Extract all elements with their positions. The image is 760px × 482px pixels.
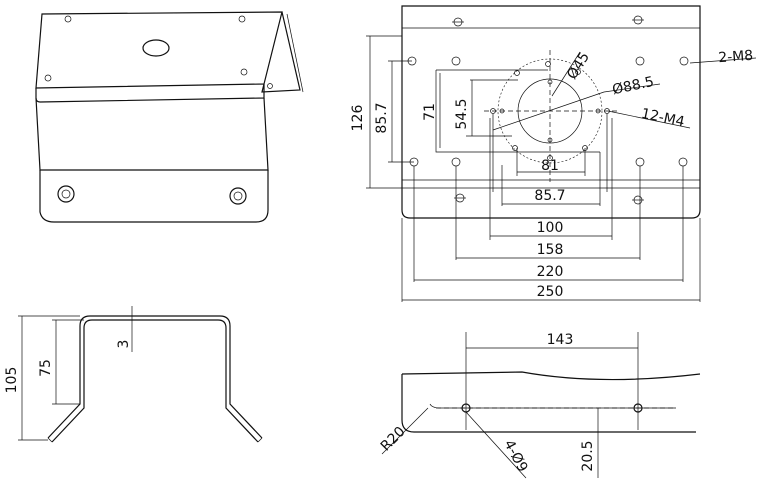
callout-12-m4: 12-M4 [640,106,686,131]
isometric-view [35,11,304,223]
front-view-dimensions: 126 85.7 71 54.5 81 85.7 100 158 220 250 [350,35,757,302]
dim-220: 220 [537,264,564,280]
dim-71: 71 [422,103,438,121]
dim-100: 100 [537,220,564,236]
dim-4-phi9: 4-Ø9 [501,437,531,474]
dim-85-7-horizontal: 85.7 [534,188,565,204]
center-hole [142,39,170,57]
dim-250: 250 [537,284,564,300]
mount-hole-right [229,187,247,205]
callout-diameter-45: Ø45 [564,49,593,82]
dim-75: 75 [38,359,54,377]
m4-holes [490,61,610,161]
dim-3: 3 [116,340,132,349]
dim-20-5: 20.5 [580,440,596,471]
mount-hole-left [57,185,75,203]
bottom-view [401,332,701,433]
dim-85-7-vertical: 85.7 [374,102,390,133]
m8-holes-row-top [407,56,689,66]
side-view-dimensions: 105 75 3 [4,306,138,441]
side-view [47,315,263,443]
dim-143: 143 [547,332,574,348]
bottom-view-dimensions: 143 R20 4-Ø9 20.5 [378,332,638,479]
dim-54-5: 54.5 [454,98,470,129]
callout-2-m8: 2-M8 [718,48,754,66]
front-view [401,5,701,219]
callout-diameter-88-5: Ø88.5 [611,74,656,98]
dim-81: 81 [541,158,559,174]
dim-158: 158 [537,242,564,258]
dim-105: 105 [4,367,20,394]
dim-126: 126 [350,105,366,132]
